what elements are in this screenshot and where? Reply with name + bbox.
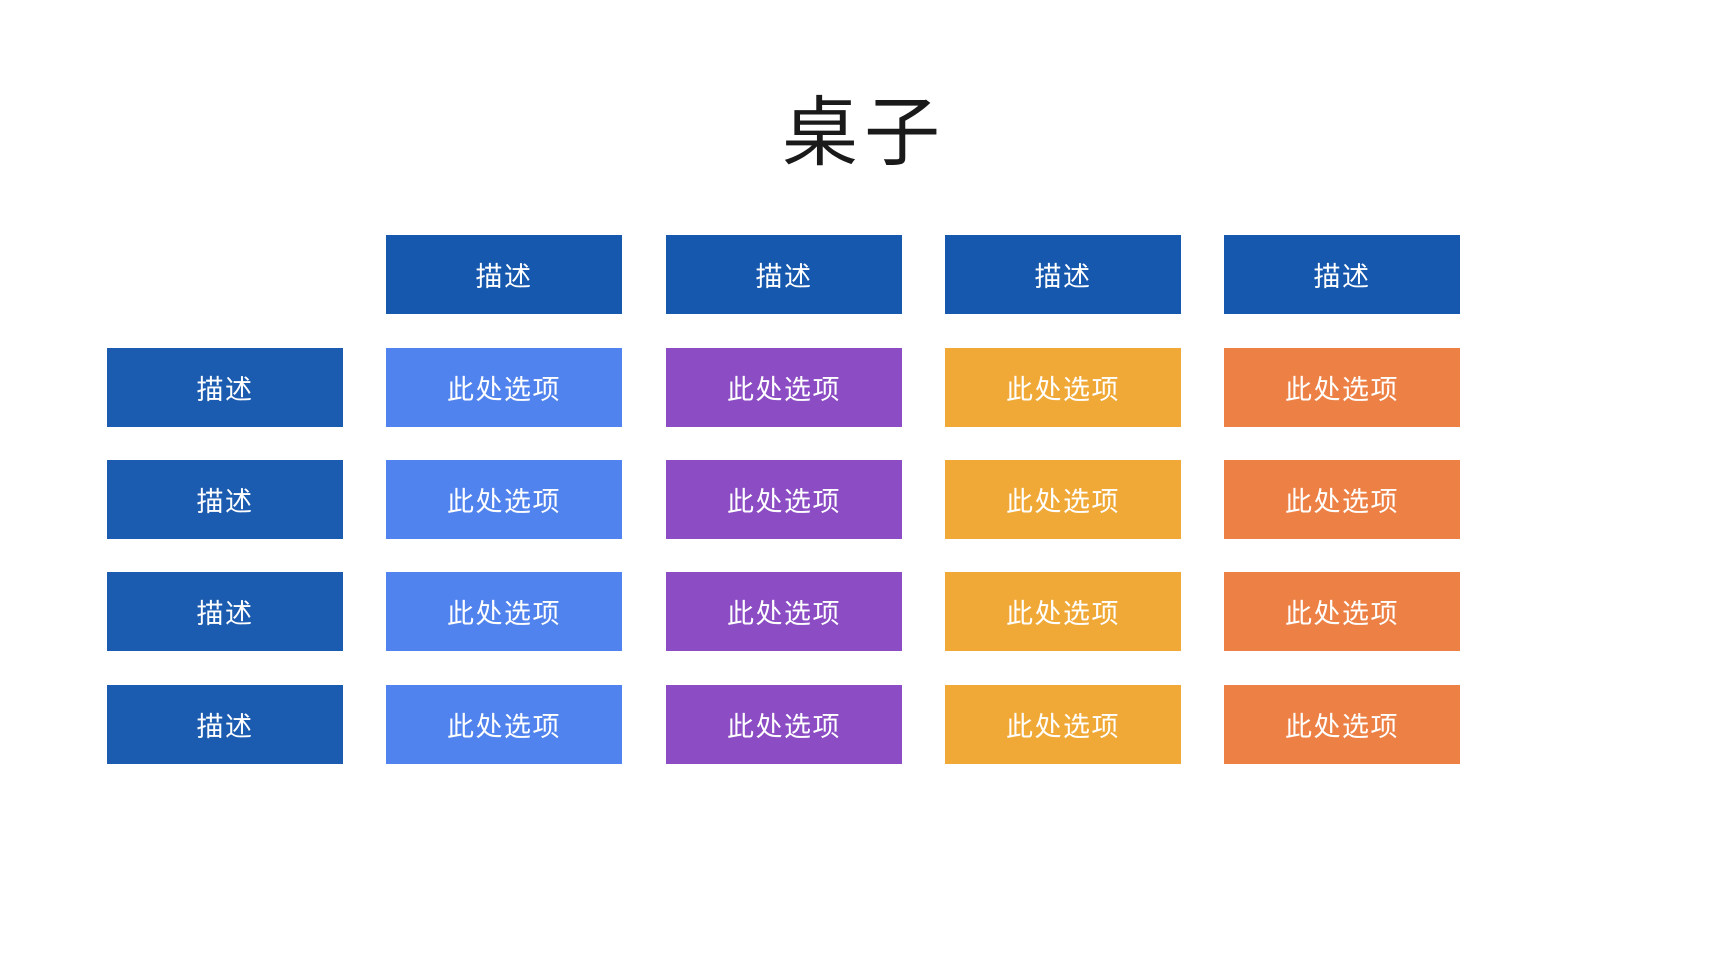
- table-cell-r3c1[interactable]: 此处选项: [386, 572, 622, 651]
- table-cell-r4c4[interactable]: 此处选项: [1224, 685, 1460, 764]
- table-cell-r1c1[interactable]: 此处选项: [386, 348, 622, 427]
- row-label-4[interactable]: 描述: [107, 685, 343, 764]
- table-row: 描述 此处选项 此处选项 此处选项 此处选项: [107, 460, 1460, 539]
- table-cell-r3c4[interactable]: 此处选项: [1224, 572, 1460, 651]
- table-cell-r3c3[interactable]: 此处选项: [945, 572, 1181, 651]
- table-cell-r1c4[interactable]: 此处选项: [1224, 348, 1460, 427]
- table-cell-r4c2[interactable]: 此处选项: [666, 685, 902, 764]
- table-row: 描述 此处选项 此处选项 此处选项 此处选项: [107, 348, 1460, 427]
- table-cell-r2c4[interactable]: 此处选项: [1224, 460, 1460, 539]
- table-row: 描述 此处选项 此处选项 此处选项 此处选项: [107, 572, 1460, 651]
- table-cell-r4c1[interactable]: 此处选项: [386, 685, 622, 764]
- column-header-1[interactable]: 描述: [386, 235, 622, 314]
- table-grid: 描述 描述 描述 描述 描述 此处选项 此处选项 此处选项 此处选项 描述 此处…: [107, 235, 1460, 765]
- row-label-3[interactable]: 描述: [107, 572, 343, 651]
- table-header-row: 描述 描述 描述 描述: [107, 235, 1460, 314]
- table-cell-r1c2[interactable]: 此处选项: [666, 348, 902, 427]
- table-cell-r2c3[interactable]: 此处选项: [945, 460, 1181, 539]
- table-cell-r2c2[interactable]: 此处选项: [666, 460, 902, 539]
- table-cell-r3c2[interactable]: 此处选项: [666, 572, 902, 651]
- column-header-4[interactable]: 描述: [1224, 235, 1460, 314]
- table-cell-r4c3[interactable]: 此处选项: [945, 685, 1181, 764]
- page-title: 桌子: [782, 91, 946, 176]
- column-header-2[interactable]: 描述: [666, 235, 902, 314]
- table-corner-cell: [107, 235, 343, 314]
- table-cell-r2c1[interactable]: 此处选项: [386, 460, 622, 539]
- column-header-3[interactable]: 描述: [945, 235, 1181, 314]
- table-cell-r1c3[interactable]: 此处选项: [945, 348, 1181, 427]
- row-label-2[interactable]: 描述: [107, 460, 343, 539]
- row-label-1[interactable]: 描述: [107, 348, 343, 427]
- table-row: 描述 此处选项 此处选项 此处选项 此处选项: [107, 685, 1460, 764]
